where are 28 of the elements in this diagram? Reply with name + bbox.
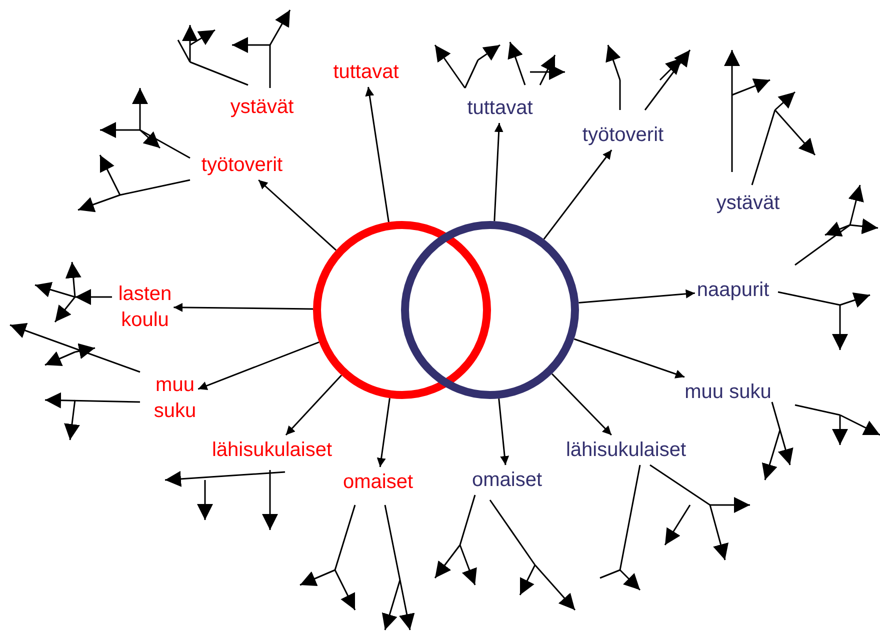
- arrow: [198, 341, 320, 390]
- arrow: [543, 150, 612, 240]
- label: tuttavat: [467, 95, 533, 121]
- arrow: [365, 86, 390, 222]
- label: tuttavat: [333, 59, 399, 85]
- arrow: [578, 289, 695, 304]
- label: lähisukulaiset: [566, 437, 686, 463]
- label: omaiset: [472, 467, 542, 493]
- label: muu suku: [154, 372, 196, 424]
- arrow: [376, 398, 390, 468]
- ring: [313, 221, 491, 399]
- arrow: [574, 338, 685, 378]
- ring: [401, 221, 579, 399]
- arrow: [498, 398, 510, 466]
- label: ystävät: [230, 94, 294, 120]
- arrow: [174, 302, 314, 312]
- label: työtoverit: [582, 122, 664, 148]
- arrow: [494, 122, 504, 222]
- arrow: [258, 179, 337, 251]
- label: ystävät: [716, 190, 780, 216]
- label: työtoverit: [201, 152, 283, 178]
- label: lähisukulaiset: [212, 437, 332, 463]
- label: omaiset: [342, 469, 414, 495]
- arrow: [551, 373, 612, 436]
- label: muu suku: [684, 379, 772, 405]
- arrow: [285, 374, 342, 436]
- label: naapurit: [696, 277, 770, 303]
- label: lasten koulu: [118, 281, 172, 333]
